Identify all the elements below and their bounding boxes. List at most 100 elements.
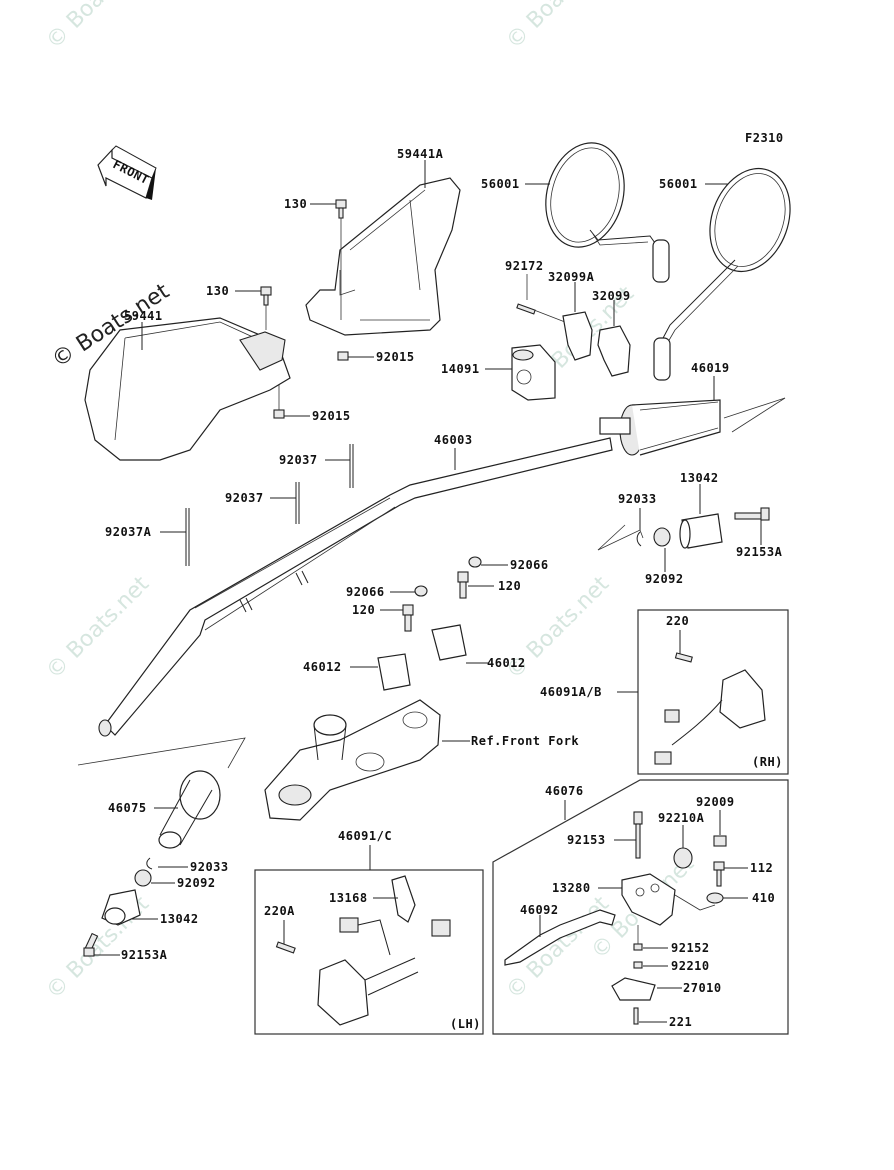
part-label-92152: 92152 — [671, 941, 710, 955]
part-label-46075: 46075 — [108, 801, 147, 815]
rh-switch-box — [637, 609, 789, 775]
clutch-lever-box — [492, 779, 789, 1035]
part-label-13042: 13042 — [160, 912, 199, 926]
part-label-46003: 46003 — [434, 433, 473, 447]
cable-clip-92037A-icon — [185, 508, 190, 566]
part-label-220: 220 — [666, 614, 689, 628]
part-label-92037: 92037 — [225, 491, 264, 505]
part-label-92210: 92210 — [671, 959, 710, 973]
part-label-32099A: 32099A — [548, 270, 595, 284]
bolt-120-icon — [457, 571, 469, 599]
circlip-92033-icon — [636, 531, 642, 547]
part-label-92092: 92092 — [645, 572, 684, 586]
holder-46012 — [431, 624, 467, 661]
lh-tag: (LH) — [450, 1017, 481, 1031]
reference-note: Ref.Front Fork — [471, 734, 579, 748]
lh-handlebar-switch — [317, 917, 451, 1026]
part-label-46092: 46092 — [520, 903, 559, 917]
figure-code: F2310 — [745, 131, 784, 145]
handlebar-46003 — [98, 437, 613, 737]
bolt-112-icon — [713, 861, 725, 887]
watermark: © Boats.net — [42, 0, 155, 54]
watermark: © Boats.net — [502, 0, 615, 54]
clamp-32099A — [562, 311, 593, 361]
throttle-grip-46019 — [599, 399, 721, 456]
part-label-32099: 32099 — [592, 289, 631, 303]
part-label-46019: 46019 — [691, 361, 730, 375]
part-label-46012: 46012 — [487, 656, 526, 670]
part-label-13280: 13280 — [552, 881, 591, 895]
adjuster-92210A-icon — [673, 847, 693, 869]
part-label-92033: 92033 — [190, 860, 229, 874]
nut-92015-icon — [337, 351, 349, 361]
part-label-13042: 13042 — [680, 471, 719, 485]
part-label-120: 120 — [352, 603, 375, 617]
part-label-59441A: 59441A — [397, 147, 444, 161]
part-label-46076: 46076 — [545, 784, 584, 798]
part-label-92009: 92009 — [696, 795, 735, 809]
handguard-left — [84, 317, 291, 461]
bolt-130-icon — [335, 199, 347, 219]
adjuster-92009-icon — [713, 835, 727, 847]
switch-27010 — [611, 977, 656, 1001]
bolt-92153-icon — [633, 811, 643, 859]
nut-92210-icon — [633, 961, 643, 969]
part-label-92066: 92066 — [510, 558, 549, 572]
front-arrow-icon: FRONT — [97, 145, 157, 200]
part-label-59441: 59441 — [124, 309, 163, 323]
bolt-130-icon — [260, 286, 272, 306]
lever-13168-icon — [391, 875, 416, 923]
part-label-221: 221 — [669, 1015, 692, 1029]
part-label-92153A: 92153A — [736, 545, 783, 559]
part-label-130: 130 — [206, 284, 229, 298]
part-label-130: 130 — [284, 197, 307, 211]
circlip-92033-icon — [146, 857, 153, 870]
holder-46012 — [377, 653, 411, 691]
part-label-120: 120 — [498, 579, 521, 593]
part-label-112: 112 — [750, 861, 773, 875]
weight-92092-icon — [134, 869, 152, 887]
part-label-92033: 92033 — [618, 492, 657, 506]
bolt-92153A-icon — [734, 507, 770, 521]
part-label-410: 410 — [752, 891, 775, 905]
part-label-92015: 92015 — [312, 409, 351, 423]
collar-410-icon — [706, 892, 724, 904]
bar-end-13042 — [101, 889, 141, 926]
rh-tag: (RH) — [752, 755, 783, 769]
part-label-92037A: 92037A — [105, 525, 152, 539]
cable-clip-92037-icon — [349, 444, 354, 488]
part-label-92037: 92037 — [279, 453, 318, 467]
nut-92152-icon — [633, 943, 643, 951]
mirror-left — [545, 142, 670, 283]
part-label-56001: 56001 — [659, 177, 698, 191]
lever-holder-13280 — [621, 873, 716, 926]
screw-92172-icon — [516, 303, 536, 315]
screw-220-icon — [674, 652, 693, 663]
handguard-right — [305, 177, 461, 336]
part-label-92015: 92015 — [376, 350, 415, 364]
part-label-92092: 92092 — [177, 876, 216, 890]
bolt-120-icon — [402, 604, 414, 632]
part-label-46091C: 46091/C — [338, 829, 392, 843]
watermark: © Boats.net — [42, 571, 155, 684]
part-label-46091AB: 46091A/B — [540, 685, 602, 699]
part-label-92066: 92066 — [346, 585, 385, 599]
clamp-32099 — [597, 325, 631, 377]
nut-92015-icon — [273, 409, 285, 419]
washer-92066-icon — [468, 556, 482, 568]
part-label-220A: 220A — [264, 904, 295, 918]
lh-switch-box — [254, 869, 484, 1035]
grip-46075 — [158, 770, 221, 849]
weight-92092-icon — [653, 527, 671, 547]
triple-clamp — [264, 699, 441, 821]
part-label-13168: 13168 — [329, 891, 368, 905]
part-label-92172: 92172 — [505, 259, 544, 273]
screw-221-icon — [633, 1007, 639, 1025]
screw-220A-icon — [275, 941, 296, 954]
part-label-92210A: 92210A — [658, 811, 705, 825]
cable-clip-92037-icon — [295, 482, 300, 524]
part-label-92153: 92153 — [567, 833, 606, 847]
bar-end-13042 — [679, 513, 723, 549]
housing-14091 — [511, 344, 556, 401]
